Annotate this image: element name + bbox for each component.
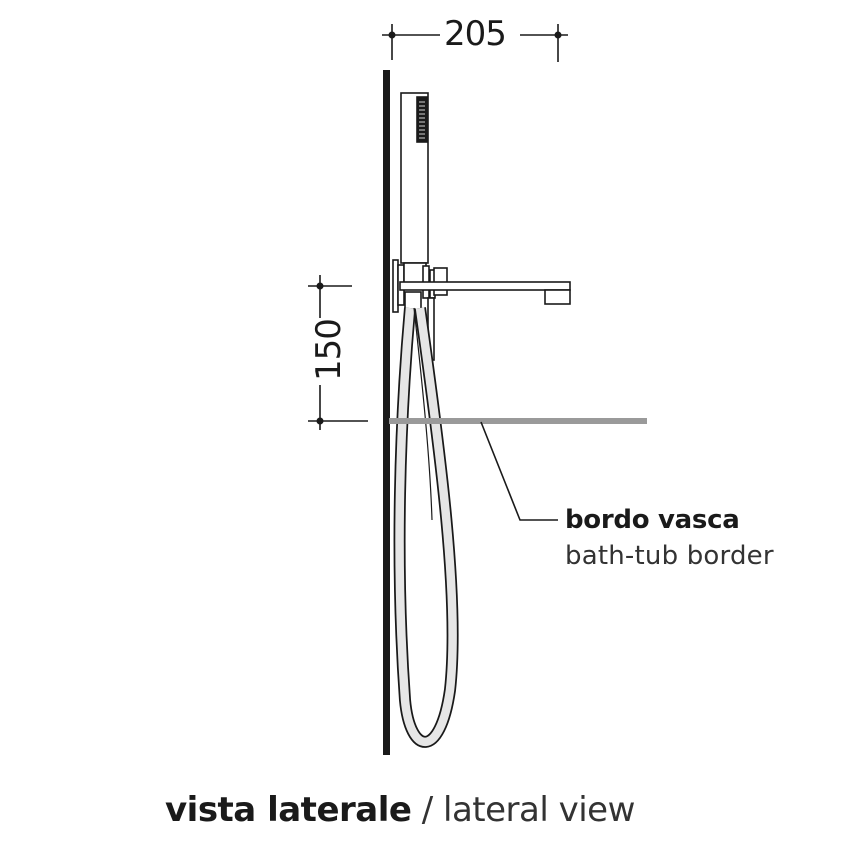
width-dimension-label: 205 xyxy=(444,14,507,54)
callout-label-italian: bordo vasca xyxy=(565,505,740,535)
caption-separator: / xyxy=(411,790,444,830)
view-caption: vista laterale / lateral view xyxy=(165,790,635,830)
wall xyxy=(383,70,390,755)
callout-leader xyxy=(480,421,558,521)
tub-border-callout: bordo vasca bath-tub border xyxy=(565,502,774,574)
width-dimension xyxy=(382,24,568,62)
mixer-and-spout xyxy=(392,259,571,361)
tub-border-line xyxy=(389,418,647,424)
hand-shower xyxy=(400,92,429,264)
height-dimension-label: 150 xyxy=(308,319,349,381)
caption-english: lateral view xyxy=(443,790,635,830)
callout-label-english: bath-tub border xyxy=(565,541,774,571)
shower-hose xyxy=(393,307,459,748)
caption-italian: vista laterale xyxy=(165,790,412,830)
height-dimension xyxy=(308,275,368,430)
